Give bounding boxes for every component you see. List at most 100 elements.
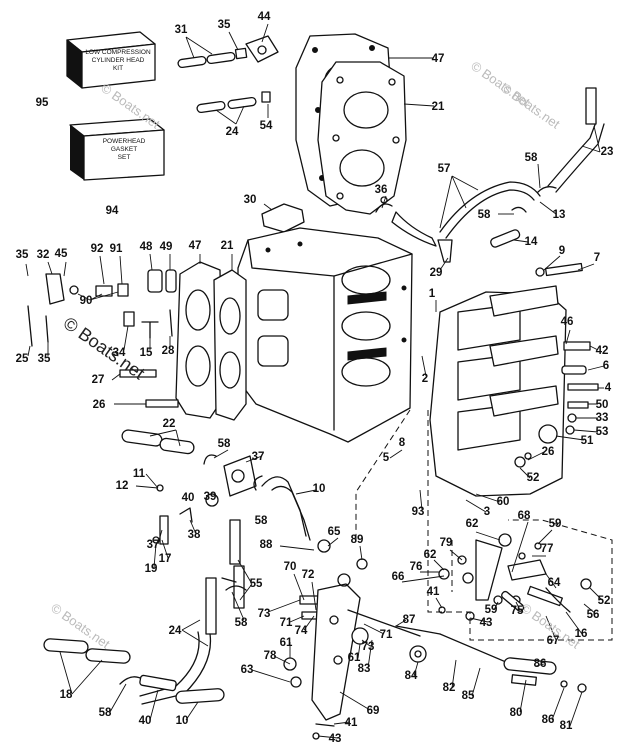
- part-label-l62b: 62: [424, 549, 437, 561]
- part-label-l35c: 35: [38, 353, 51, 365]
- part-label-l58e: 58: [235, 617, 248, 629]
- watermark-3: © Boats.net: [498, 80, 563, 132]
- part-label-l54: 54: [260, 120, 273, 132]
- part-label-l19: 19: [145, 563, 158, 575]
- part-label-l10b: 10: [176, 715, 189, 727]
- part-label-l61: 61: [280, 637, 293, 649]
- part-label-l58c: 58: [218, 438, 231, 450]
- head-gasket-top: [317, 61, 407, 215]
- top-small-parts: [177, 35, 279, 114]
- part-label-l41a: 41: [427, 586, 440, 598]
- part-label-l68: 68: [518, 510, 531, 522]
- head-kit-line-2: CYLINDER HEAD: [92, 57, 145, 64]
- part-label-l69: 69: [367, 705, 380, 717]
- part-label-l82: 82: [443, 682, 456, 694]
- part-label-l36: 36: [375, 184, 388, 196]
- part-label-l22: 22: [163, 418, 176, 430]
- part-label-l32: 32: [37, 249, 50, 261]
- part-label-l4: 4: [605, 382, 612, 394]
- part-label-l49: 49: [160, 241, 173, 253]
- part-label-l37b: 37: [147, 539, 160, 551]
- part-label-l59a: 59: [549, 518, 562, 530]
- part-label-l6: 6: [603, 360, 609, 372]
- part-label-l83: 83: [358, 663, 371, 675]
- part-label-l91: 91: [110, 243, 123, 255]
- part-label-l58f: 58: [99, 707, 112, 719]
- part-label-l34: 34: [113, 347, 126, 359]
- part-label-l93: 93: [412, 506, 425, 518]
- part-label-l79: 79: [440, 537, 453, 549]
- part-label-l78: 78: [264, 650, 277, 662]
- part-label-l59b: 59: [485, 604, 498, 616]
- part-label-l13: 13: [553, 209, 566, 221]
- part-label-l35a: 35: [218, 19, 231, 31]
- part-label-l43a: 43: [480, 617, 493, 629]
- gasket-set-line-2: GASKET: [111, 146, 137, 153]
- part-label-l75: 75: [511, 605, 524, 617]
- part-label-l52b: 52: [598, 595, 611, 607]
- part-label-l86b: 86: [542, 714, 555, 726]
- part-label-l70: 70: [284, 561, 297, 573]
- part-label-l89: 89: [351, 534, 364, 546]
- part-label-l14: 14: [525, 236, 538, 248]
- part-label-l45: 45: [55, 248, 68, 260]
- part-label-l11: 11: [133, 468, 146, 480]
- part-label-l88: 88: [260, 539, 273, 551]
- part-label-l1: 1: [429, 288, 436, 300]
- top-right-hoses: [375, 87, 605, 263]
- part-label-l28: 28: [162, 345, 175, 357]
- part-label-l51: 51: [581, 435, 594, 447]
- part-label-l72: 72: [302, 569, 315, 581]
- right-bolts: [535, 262, 599, 435]
- part-label-l16: 16: [575, 628, 588, 640]
- part-label-l8: 8: [399, 437, 406, 449]
- part-label-l33: 33: [596, 412, 609, 424]
- head-kit-line-1: LOW COMPRESSION: [85, 49, 151, 56]
- part-label-l71a: 71: [280, 617, 293, 629]
- part-label-l3: 3: [484, 506, 490, 518]
- head-kit-line-3: KIT: [113, 65, 123, 72]
- part-label-l40: 40: [182, 492, 195, 504]
- part-label-l87: 87: [403, 614, 416, 626]
- part-label-l47b: 47: [189, 240, 202, 252]
- part-label-l86: 86: [534, 658, 547, 670]
- part-label-l46: 46: [561, 316, 574, 328]
- part-label-l12: 12: [116, 480, 129, 492]
- gasket-set-line-3: SET: [118, 154, 131, 161]
- part-label-l95: 95: [36, 97, 49, 109]
- part-label-l35b: 35: [16, 249, 29, 261]
- part-label-l58d: 58: [255, 515, 268, 527]
- part-label-l52: 52: [527, 472, 540, 484]
- part-label-l37a: 37: [252, 451, 265, 463]
- lower-left-parts: [43, 429, 311, 705]
- part-label-l25: 25: [16, 353, 29, 365]
- part-label-l15: 15: [140, 347, 153, 359]
- part-label-l47a: 47: [432, 53, 445, 65]
- part-label-l2: 2: [422, 373, 428, 385]
- part-label-l41b: 41: [345, 717, 358, 729]
- watermark-4: © Boats.net: [60, 313, 149, 383]
- part-label-l24b: 24: [169, 625, 182, 637]
- part-label-l5: 5: [383, 452, 390, 464]
- part-label-l44: 44: [258, 11, 271, 23]
- gasket-set-line-1: POWERHEAD: [103, 138, 146, 145]
- part-label-l38: 38: [188, 529, 201, 541]
- lower-center-linkage: [283, 539, 521, 740]
- part-label-l80: 80: [510, 707, 523, 719]
- part-label-l29: 29: [430, 267, 443, 279]
- part-label-l43b: 43: [329, 733, 342, 745]
- part-label-l27: 27: [92, 374, 105, 386]
- part-label-l65: 65: [328, 526, 341, 538]
- part-label-l21b: 21: [221, 240, 234, 252]
- part-label-l62a: 62: [466, 518, 479, 530]
- part-label-l10a: 10: [313, 483, 326, 495]
- part-label-l50: 50: [596, 399, 609, 411]
- part-label-l55: 55: [250, 578, 263, 590]
- part-label-l73a: 73: [258, 608, 271, 620]
- part-label-l84: 84: [405, 670, 418, 682]
- assembly-dashed-line: [427, 410, 613, 641]
- part-label-l94: 94: [106, 205, 119, 217]
- part-label-l7: 7: [594, 252, 600, 264]
